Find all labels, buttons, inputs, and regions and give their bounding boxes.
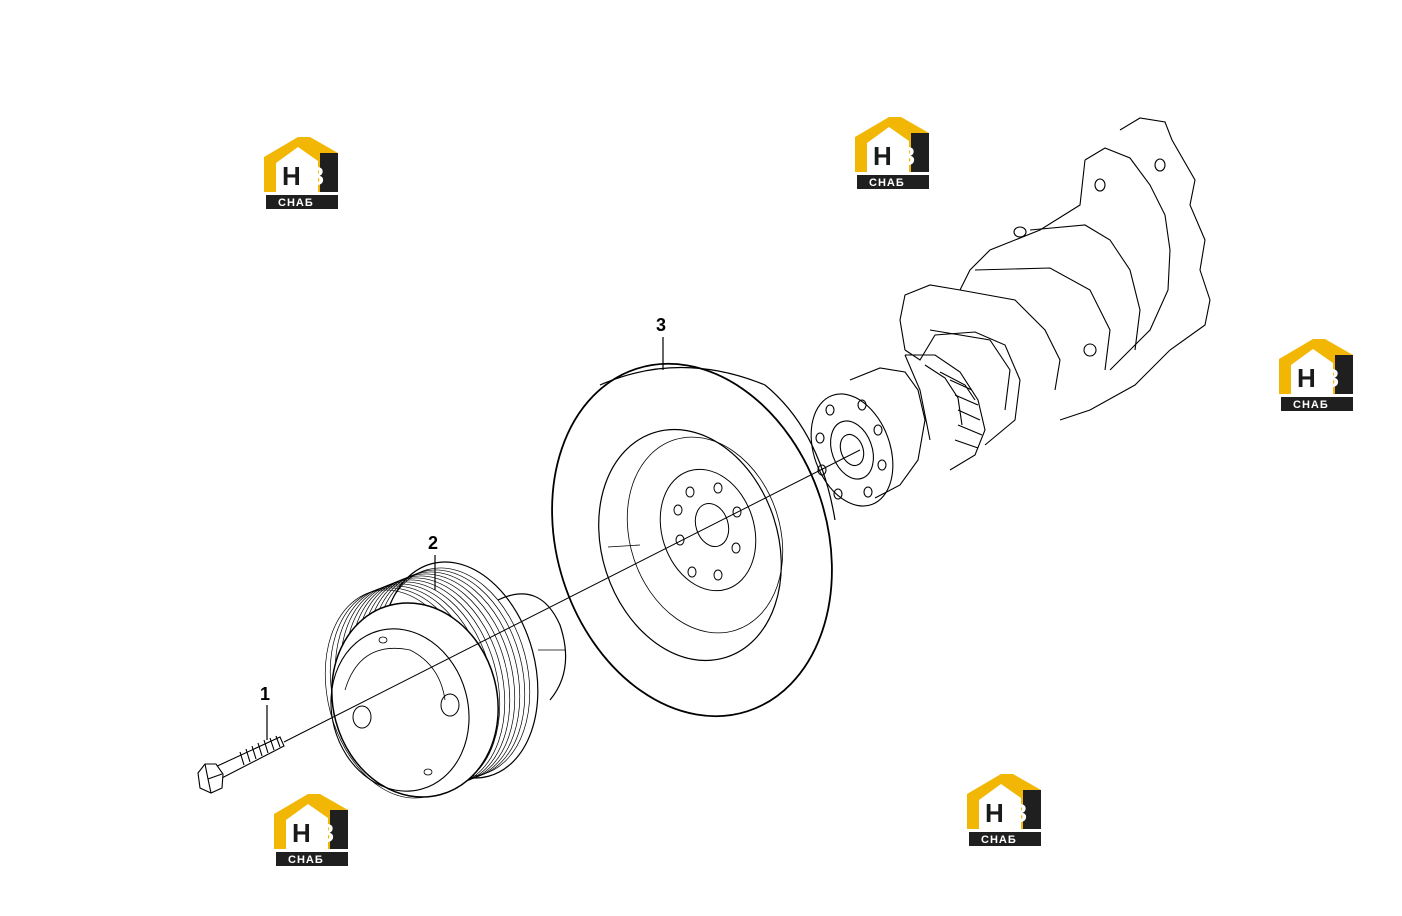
svg-text:СНАБ: СНАБ (1293, 399, 1329, 411)
svg-text:СНАБ: СНАБ (288, 854, 324, 866)
svg-text:СНАБ: СНАБ (981, 834, 1017, 846)
callout-1: 1 (260, 684, 270, 740)
svg-text:СНАБ: СНАБ (869, 177, 905, 189)
callout-1-label: 1 (260, 684, 270, 704)
callout-2: 2 (428, 533, 438, 590)
svg-text:З: З (1011, 798, 1027, 828)
svg-text:Н: Н (1297, 363, 1316, 393)
svg-text:З: З (318, 818, 334, 848)
bolt (197, 735, 285, 794)
svg-text:Н: Н (873, 141, 892, 171)
svg-text:З: З (308, 161, 324, 191)
svg-text:З: З (899, 141, 915, 171)
watermark-logo: Н З СНАБ (855, 117, 929, 189)
watermark-logo: Н З СНАБ (274, 794, 348, 866)
callout-2-label: 2 (428, 533, 438, 553)
watermark-logo: Н З СНАБ (264, 137, 338, 209)
belt-pulley (324, 561, 567, 799)
watermark-logo: Н З СНАБ (1279, 339, 1353, 411)
watermark-logo: Н З СНАБ (967, 774, 1041, 846)
svg-text:Н: Н (292, 818, 311, 848)
svg-text:З: З (1323, 363, 1339, 393)
svg-text:Н: Н (282, 161, 301, 191)
svg-text:Н: Н (985, 798, 1004, 828)
vibration-damper (551, 362, 836, 718)
callout-3-label: 3 (656, 315, 666, 335)
assembly-axis-line (283, 449, 861, 743)
crankshaft (810, 117, 1211, 507)
svg-text:СНАБ: СНАБ (278, 197, 314, 209)
callout-3: 3 (656, 315, 666, 370)
